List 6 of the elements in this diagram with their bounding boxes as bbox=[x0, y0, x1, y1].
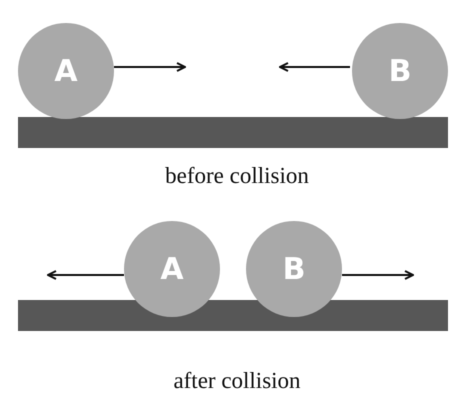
ball-letter: B bbox=[282, 252, 306, 286]
caption-text: after collision bbox=[172, 368, 302, 394]
ball-letter: A bbox=[54, 54, 78, 88]
ball-letter: A bbox=[160, 252, 184, 286]
caption-text: before collision bbox=[164, 163, 310, 189]
ball-letter: B bbox=[388, 54, 412, 88]
